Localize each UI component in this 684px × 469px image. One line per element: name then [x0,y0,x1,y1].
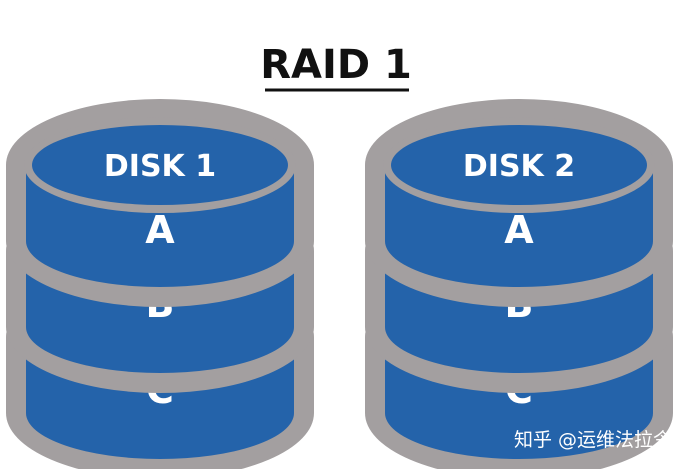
segment-top-face [391,125,647,205]
watermark-text: 知乎 @运维法拉令 [514,429,672,451]
disk-2-segment-a: A [365,99,673,307]
block-label-a: A [504,208,534,252]
block-label-a: A [145,208,175,252]
disk-label: DISK 2 [463,149,575,184]
disk-stacks: CBADISK 1CBADISK 2 [6,99,673,469]
disk-stack-2: CBADISK 2 [365,99,673,469]
disk-1-segment-a: A [6,99,314,307]
diagram-title: RAID 1 [260,42,412,88]
segment-top-face [32,125,288,205]
disk-stack-1: CBADISK 1 [6,99,314,469]
disk-label: DISK 1 [104,149,216,184]
